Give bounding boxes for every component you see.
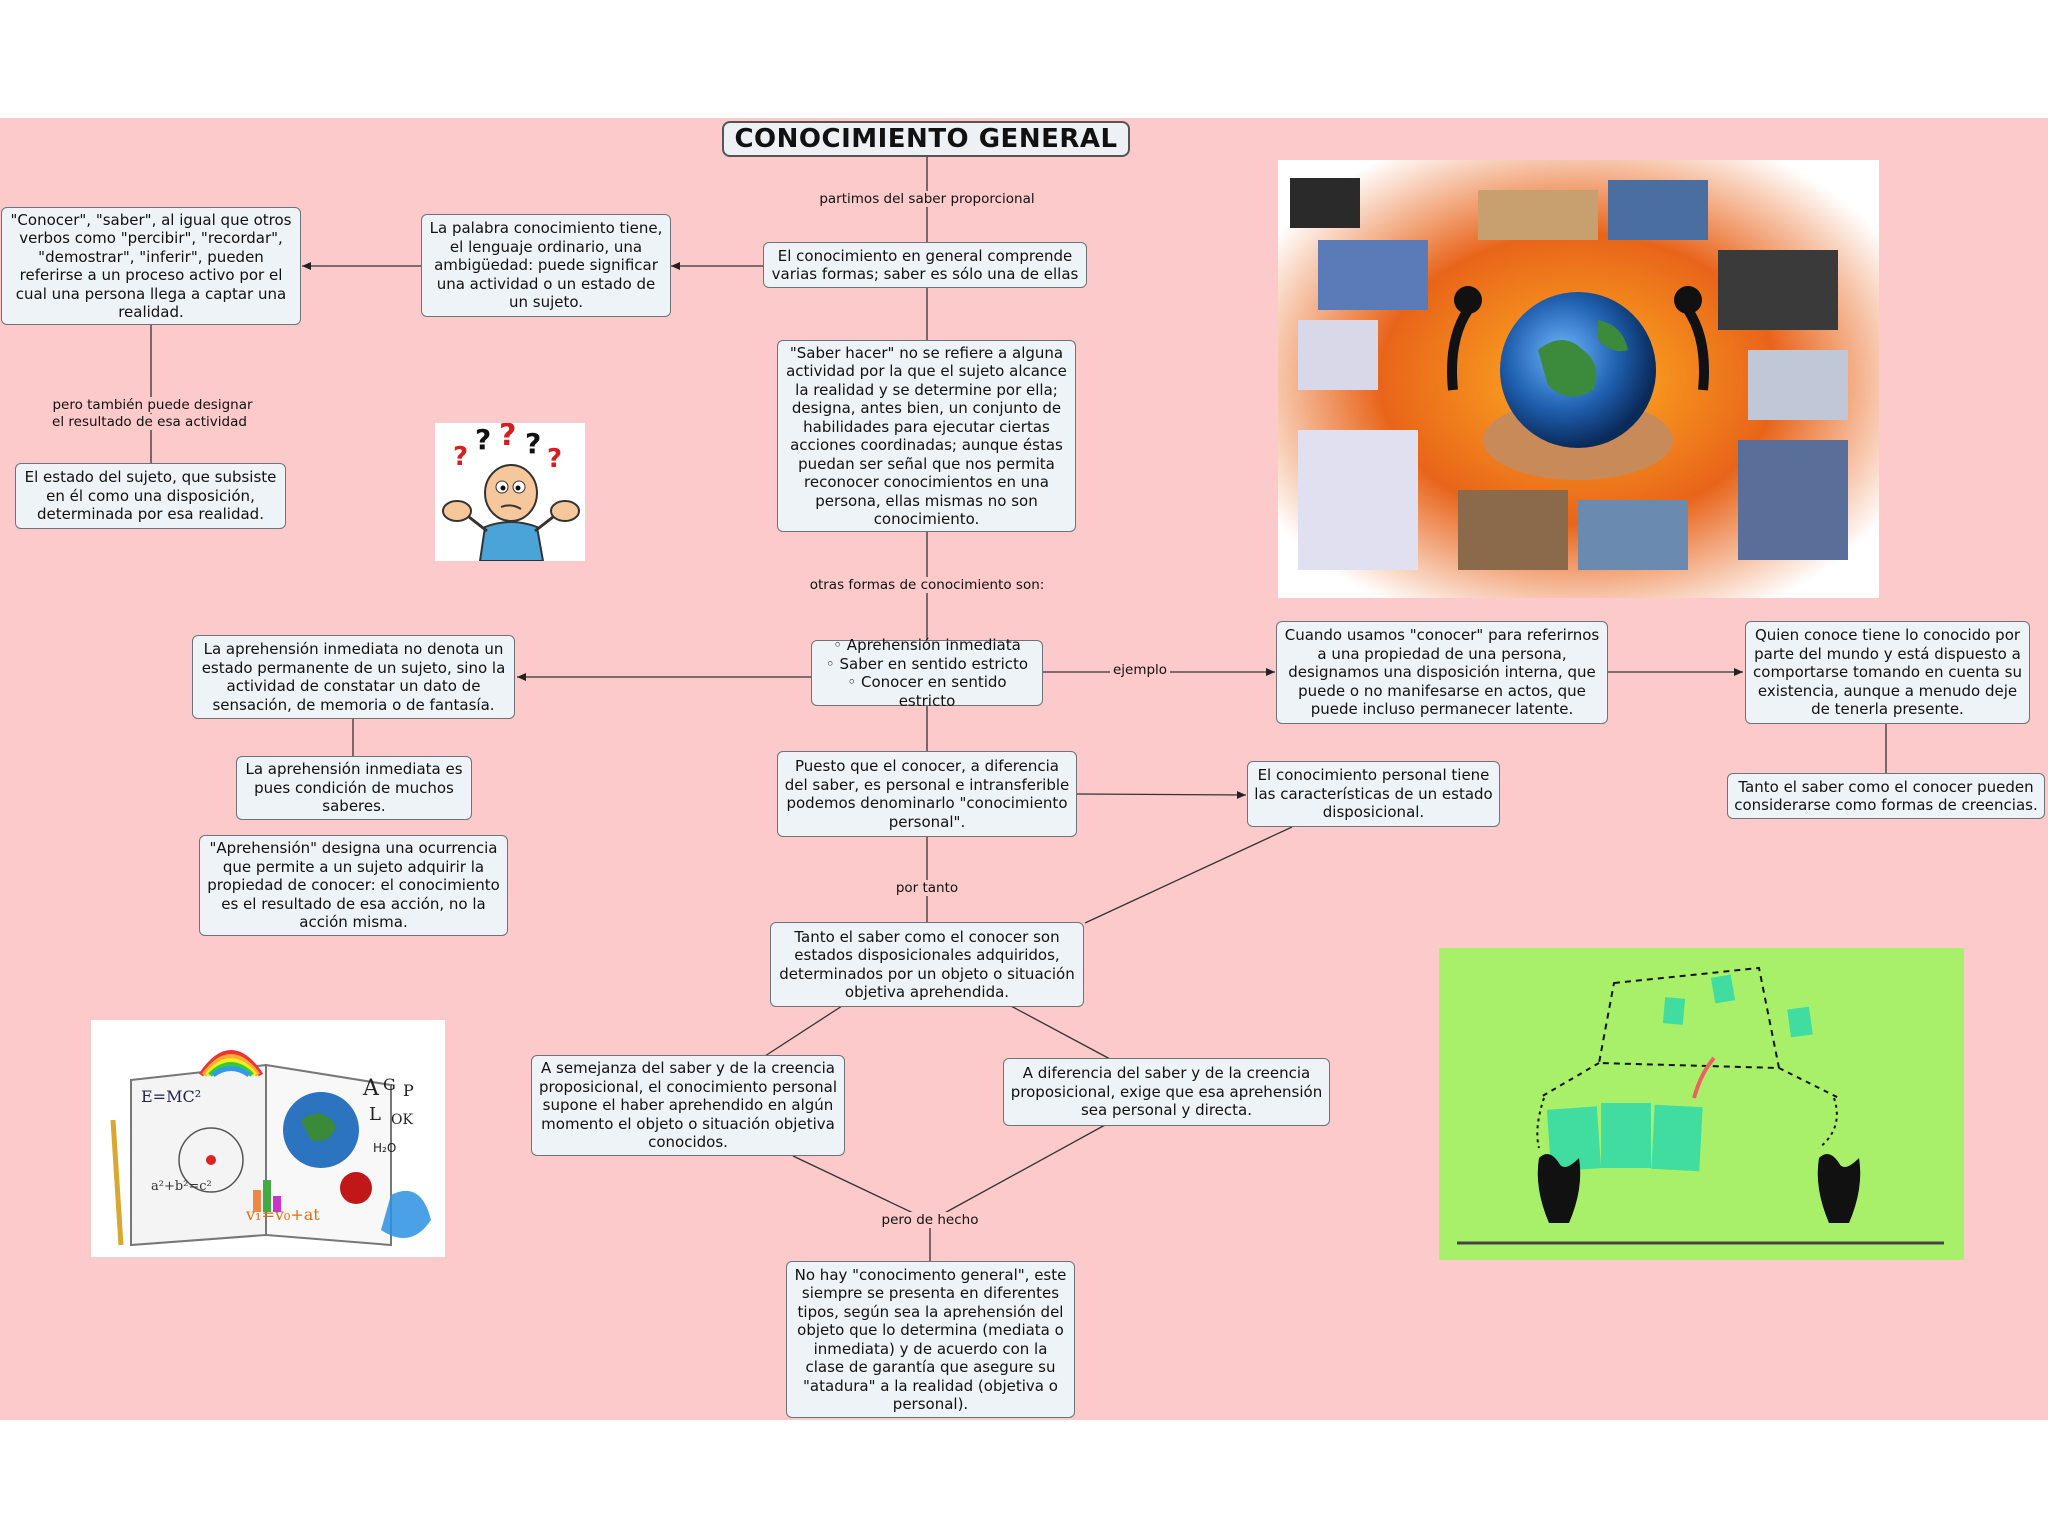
node-conocimiento-personal[interactable]: El conocimiento personal tiene las carac…: [1247, 761, 1500, 827]
node-estado-sujeto[interactable]: El estado del sujeto, que subsiste en él…: [15, 463, 286, 529]
node-semejanza[interactable]: A semejanza del saber y de la creencia p…: [531, 1055, 845, 1156]
node-puesto-que[interactable]: Puesto que el conocer, a diferencia del …: [777, 751, 1077, 837]
svg-text:P: P: [403, 1081, 414, 1100]
label-otras-formas: otras formas de conocimiento son:: [760, 577, 1094, 594]
svg-text:?: ?: [499, 423, 516, 453]
svg-text:OK: OK: [391, 1112, 413, 1128]
node-no-hay-conocimiento[interactable]: No hay "conocimento general", este siemp…: [786, 1261, 1075, 1418]
svg-text:?: ?: [547, 444, 562, 474]
node-cuando-usamos[interactable]: Cuando usamos "conocer" para referirnos …: [1276, 621, 1608, 724]
confused-person-image: ? ? ? ? ?: [435, 423, 585, 561]
node-conocer-saber[interactable]: "Conocer", "saber", al igual que otros v…: [1, 207, 301, 325]
node-quien-conoce[interactable]: Quien conoce tiene lo conocido por parte…: [1745, 621, 2030, 724]
label-pero-de-hecho-text: pero de hecho: [878, 1212, 982, 1228]
label-pero-tambien: pero también puede designar el resultado…: [20, 380, 282, 431]
node-saber-hacer[interactable]: "Saber hacer" no se refiere a alguna act…: [777, 340, 1076, 532]
label-otras-formas-text: otras formas de conocimiento son:: [806, 577, 1048, 593]
node-formas-conocimiento[interactable]: ◦ Aprehensión inmediata ◦ Saber en senti…: [811, 636, 1043, 710]
label-por-tanto: por tanto: [870, 880, 984, 897]
node-formas-creencias[interactable]: Tanto el saber como el conocer pueden co…: [1727, 773, 2045, 819]
svg-text:L: L: [369, 1104, 381, 1125]
science-book-image: E=MC² a²+b²=c² v₁=v₀+at A G P L OK H₂O: [91, 1020, 445, 1257]
svg-text:G: G: [383, 1075, 396, 1094]
node-aprehension-condicion[interactable]: La aprehensión inmediata es pues condici…: [236, 756, 472, 820]
label-pero-tambien-text: pero también puede designar el resultado…: [49, 397, 253, 430]
label-pero-de-hecho: pero de hecho: [862, 1212, 998, 1229]
node-conocimiento-comprende[interactable]: El conocimiento en general comprende var…: [763, 242, 1087, 288]
svg-text:?: ?: [453, 442, 468, 472]
svg-text:E=MC²: E=MC²: [141, 1087, 201, 1106]
map-title[interactable]: CONOCIMIENTO GENERAL: [722, 121, 1130, 157]
label-partimos: partimos del saber proporcional: [760, 191, 1094, 208]
label-ejemplo-text: ejemplo: [1109, 662, 1171, 678]
world-collage-image: [1278, 160, 1879, 598]
svg-text:?: ?: [525, 427, 541, 460]
svg-text:?: ?: [475, 423, 491, 456]
label-partimos-text: partimos del saber proporcional: [816, 191, 1038, 207]
svg-text:H₂O: H₂O: [373, 1141, 396, 1155]
label-ejemplo: ejemplo: [1100, 662, 1180, 679]
node-palabra-conocimiento[interactable]: La palabra conocimiento tiene, el lengua…: [421, 214, 671, 317]
node-aprehension-no-denota[interactable]: La aprehensión inmediata no denota un es…: [192, 635, 515, 719]
label-por-tanto-text: por tanto: [892, 880, 962, 896]
svg-text:a²+b²=c²: a²+b²=c²: [151, 1179, 212, 1194]
node-aprehension-designa[interactable]: "Aprehensión" designa una ocurrencia que…: [199, 835, 508, 936]
node-diferencia[interactable]: A diferencia del saber y de la creencia …: [1003, 1058, 1330, 1126]
svg-text:A: A: [362, 1076, 380, 1101]
hands-cards-image: [1439, 948, 1964, 1260]
node-estados-disposicionales[interactable]: Tanto el saber como el conocer son estad…: [770, 922, 1084, 1007]
